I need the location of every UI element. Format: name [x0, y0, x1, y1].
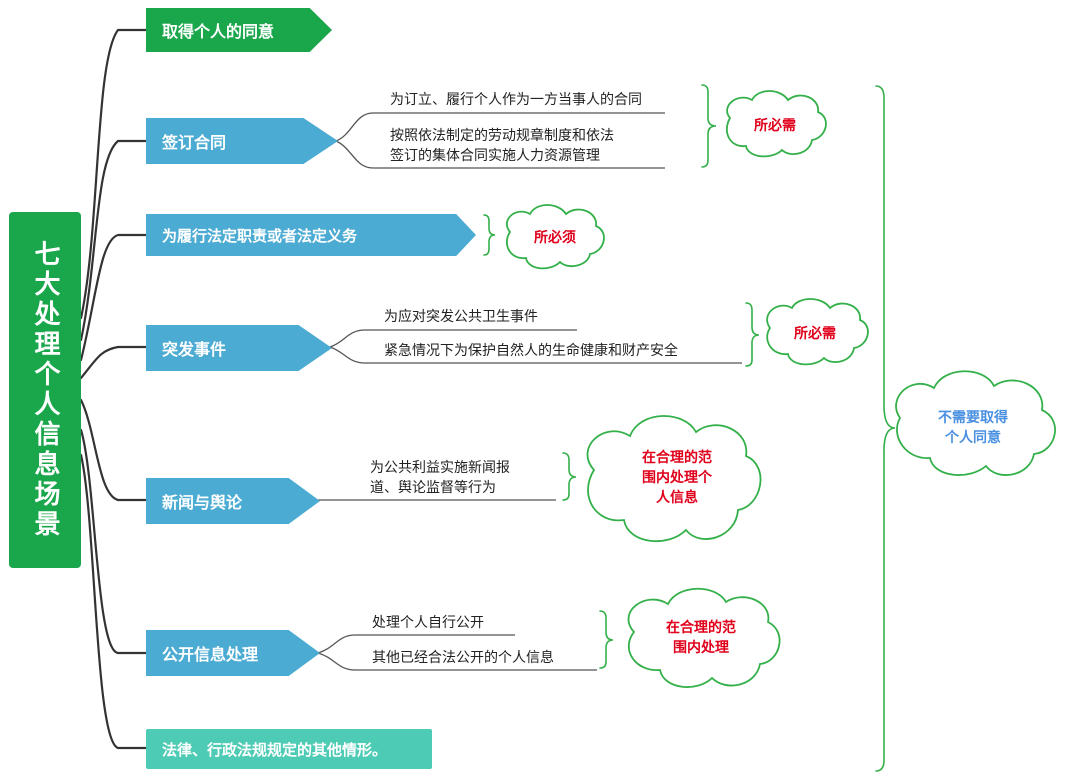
- connector-law: [79, 453, 148, 750]
- leaf-public-2: 其他已经合法公开的个人信息: [372, 650, 554, 666]
- note-contract: 所必需: [754, 118, 796, 134]
- branch-public-label: 公开信息处理: [162, 645, 259, 664]
- leaf-line-public-1: [317, 634, 515, 654]
- connector-public: [79, 428, 148, 655]
- cloud-public: [627, 587, 781, 688]
- brace-emergency: [745, 302, 760, 367]
- brace-public: [599, 610, 614, 669]
- leaf-emergency-1: 为应对突发公共卫生事件: [384, 309, 538, 325]
- leaf-line-contract-1: [335, 112, 665, 142]
- branch-consent-label: 取得个人的同意: [162, 22, 275, 41]
- branch-law-label: 法律、行政法规规定的其他情形。: [162, 740, 388, 759]
- branch-news[interactable]: 新闻与舆论: [146, 478, 320, 524]
- branch-emergency[interactable]: 突发事件: [146, 325, 332, 371]
- leaf-public-1: 处理个人自行公开: [372, 615, 484, 631]
- branch-consent[interactable]: 取得个人的同意: [146, 8, 332, 52]
- branch-duty[interactable]: 为履行法定职责或者法定义务: [146, 214, 476, 256]
- brace-summary: [875, 85, 896, 772]
- summary-note: 不需要取得 个人同意: [914, 400, 1032, 456]
- connector-duty: [79, 233, 148, 362]
- brace-news: [562, 452, 577, 501]
- leaf-line-contract-2: [335, 140, 665, 169]
- cloud-contract: [725, 90, 827, 158]
- branch-news-label: 新闻与舆论: [162, 493, 243, 512]
- cloud-duty: [505, 204, 605, 270]
- cloud-summary: [895, 370, 1056, 476]
- note-news-line-1: 在合理的范: [642, 450, 712, 466]
- leaf-line-emergency-2: [329, 346, 742, 364]
- summary-line-2: 个人同意: [945, 430, 1001, 446]
- cloud-news: [586, 415, 762, 543]
- root-label: 七大处理个人信息场景: [30, 240, 60, 540]
- connector-contract: [79, 139, 148, 342]
- note-public-line-2: 围内处理: [673, 640, 729, 656]
- branch-duty-label: 为履行法定职责或者法定义务: [162, 226, 358, 245]
- note-news-line-3: 人信息: [656, 490, 698, 506]
- cloud-emergency: [766, 298, 869, 366]
- leaf-news-1: 为公共利益实施新闻报: [370, 460, 510, 476]
- brace-duty: [483, 214, 496, 256]
- branch-contract[interactable]: 签订合同: [146, 118, 338, 164]
- branch-emergency-label: 突发事件: [162, 340, 227, 359]
- connector-emergency: [79, 345, 148, 380]
- leaf-line-emergency-1: [329, 329, 577, 348]
- branch-contract-label: 签订合同: [162, 133, 227, 152]
- note-duty: 所必须: [534, 230, 576, 246]
- leaf-news-2: 道、舆论监督等行为: [370, 480, 496, 496]
- note-news: 在合理的范 围内处理个 人信息: [612, 438, 742, 518]
- branch-law[interactable]: 法律、行政法规规定的其他情形。: [146, 729, 432, 769]
- connector-news: [79, 398, 148, 502]
- summary-line-1: 不需要取得: [938, 410, 1008, 426]
- leaf-contract-3: 签订的集体合同实施人力资源管理: [390, 148, 600, 164]
- leaf-contract-2: 按照依法制定的劳动规章制度和依法: [390, 128, 614, 144]
- branch-public[interactable]: 公开信息处理: [146, 630, 320, 676]
- note-public: 在合理的范 围内处理: [646, 612, 756, 664]
- root-node[interactable]: 七大处理个人信息场景: [9, 212, 81, 568]
- leaf-line-public-2: [317, 652, 597, 671]
- connector-consent: [79, 28, 148, 320]
- note-emergency: 所必需: [794, 326, 836, 342]
- note-public-line-1: 在合理的范: [666, 620, 736, 636]
- note-news-line-2: 围内处理个: [642, 470, 712, 486]
- leaf-emergency-2: 紧急情况下为保护自然人的生命健康和财产安全: [384, 343, 678, 359]
- leaf-contract-1: 为订立、履行个人作为一方当事人的合同: [390, 92, 642, 108]
- brace-contract: [701, 84, 717, 168]
